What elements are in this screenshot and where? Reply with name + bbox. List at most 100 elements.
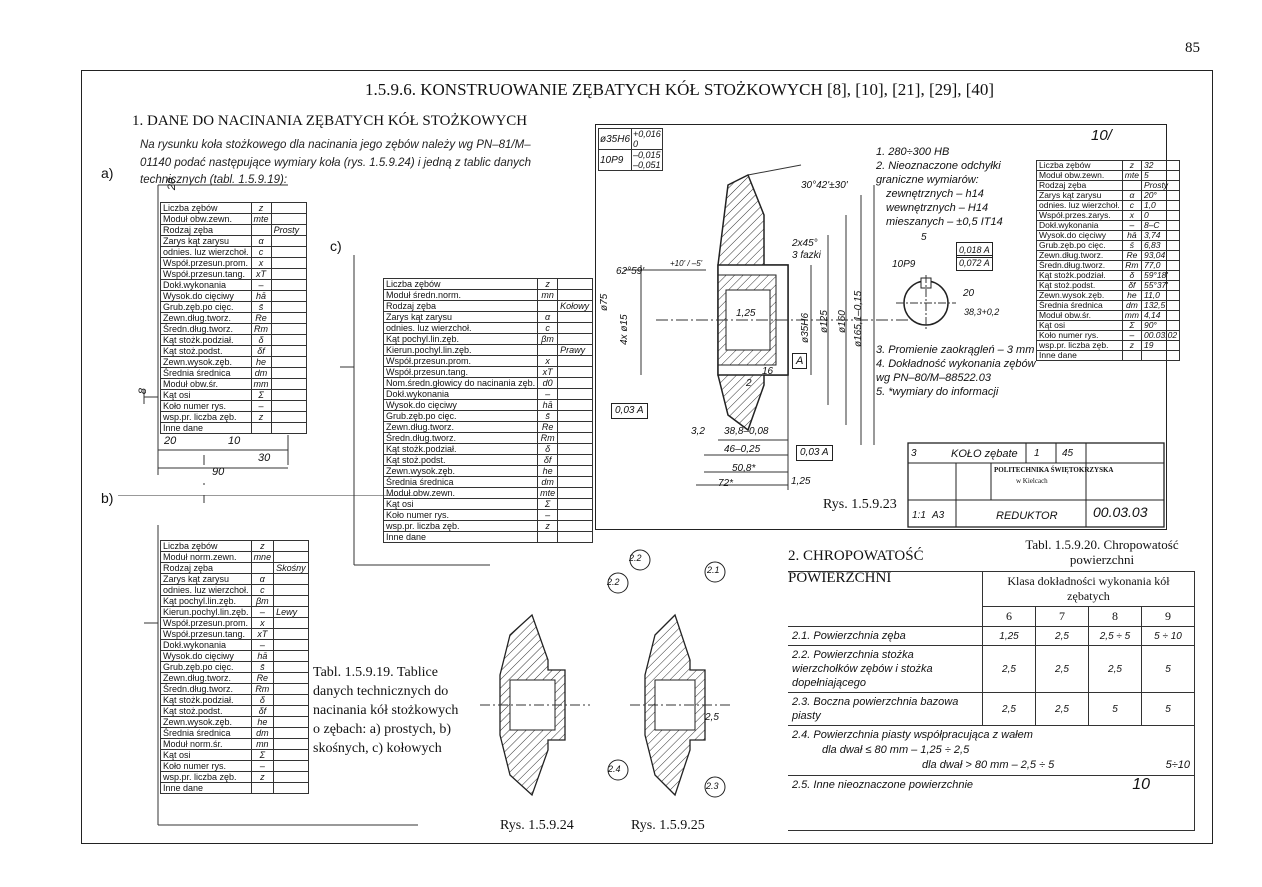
row-label: odnies. luz wierzchoł. [1036,200,1123,211]
row-symbol [537,344,559,356]
frame-c-lines [340,255,490,566]
table-a-row: Kąt stoż.podst.δf [160,345,307,357]
table-b-row: Inne dane [160,782,310,794]
tb-qty: 1 [1034,448,1040,459]
tb-part-name: KOŁO zębate [951,448,1018,460]
table-b-row: Kąt stoż.podst.δf [160,705,310,717]
row-symbol [1121,350,1142,361]
row-value [557,520,594,532]
table-a-row: Inne dane [160,422,307,434]
key-383: 38,3+0,2 [964,307,1000,317]
row-symbol: dm [250,367,272,379]
note-4: 4. Dokładność wykonania zębów wg PN–80/M… [876,358,1036,384]
table-b-row: Kąt pochyl.lin.zęb.βm [160,595,310,607]
row-symbol: mte [1121,170,1142,181]
row-label: Kąt stoż.podst. [1036,280,1123,291]
table-a-row: Dokł.wykonania– [160,279,307,291]
tb-part-no: 3 [911,448,917,459]
row-value: Prosty [270,224,307,236]
table-b-row: Współ.przesun.tang.xT [160,628,310,640]
table-c-row: Współ.przesun.prom.x [382,355,594,367]
row-label: Zewn.wysok.zęb. [160,356,252,368]
row-label: Moduł obw.śr. [1036,310,1123,321]
tb-format: A3 [932,510,945,521]
row-label: wsp.pr. liczba zęb. [160,771,252,783]
key-tol-1: 0,018 A [956,242,993,258]
row-label: Zewn.wysok.zęb. [382,465,539,477]
row-symbol: δ [250,334,272,346]
row-symbol: δf [250,345,272,357]
note-2c: mieszanych – ±0,5 IT14 [886,216,1003,228]
row-symbol: – [1121,330,1142,341]
notes-lower: 3. Promienie zaokrągleń – 3 mm 4. Dokład… [876,343,1036,399]
table-c-row: Kąt pochyl.lin.zęb.βm [382,333,594,345]
dim-a-90: 90 [212,466,225,478]
row-value: 90° [1140,320,1181,331]
row-label: Kąt stoż.podst. [160,705,252,717]
marker-22b: 2.2 [607,577,620,587]
row-label: Współ.przesun.prom. [160,257,252,269]
row-symbol [537,300,559,312]
row-value [557,487,594,499]
row-symbol: – [250,760,275,772]
row-symbol: hā [250,650,275,662]
tb-material: 45 [1062,448,1074,459]
row-label: Zewn.wysok.zęb. [1036,290,1123,301]
row-symbol: δ [250,694,275,706]
row-value [273,595,310,607]
row-symbol: mm [250,378,272,390]
row-label: Kierun.pochyl.lin.zęb. [160,606,252,618]
row-symbol: Re [1121,250,1142,261]
row-value [273,782,310,794]
note-3: 3. Promienie zaokrągleń – 3 mm [876,344,1035,356]
row-symbol: Re [537,421,559,433]
row-label: Dokł.wykonania [160,639,252,651]
row-value: Kołowy [557,300,594,312]
table-a-row: Zewn.wysok.zęb.he [160,356,307,368]
row-symbol: α [250,235,272,247]
row-label: Kierun.pochyl.lin.zęb. [382,344,539,356]
row-symbol: Rm [1121,260,1142,271]
row-label: Średn.dług.tworz. [160,683,252,695]
row-value: 20° [1140,190,1181,201]
row-label: Kąt stożk.podział. [160,334,252,346]
row-label: Kąt stożk.podział. [160,694,252,706]
table-b-row: Kąt stożk.podział.δ [160,694,310,706]
row-symbol: he [250,716,275,728]
table-b-row: Koło numer rys.– [160,760,310,772]
dim-v-4x15: 4x ø15 [619,314,630,345]
row-value [273,760,310,772]
table-c-row: Kąt stoż.podst.δf [382,454,594,466]
frame-a-lines [143,184,289,485]
tol-key-lower: –0,051 [633,160,661,170]
roughness-header: Klasa dokładności wykonania kół zębatych [982,571,1195,607]
row-symbol: mn [537,289,559,301]
row-value: 5 [1140,170,1181,181]
tol-hole-lower: 0 [633,139,639,149]
row-symbol: Σ [250,389,272,401]
row-symbol: z [537,278,559,290]
row-label: Kąt stoż.podst. [382,454,539,466]
row-symbol: Σ [250,749,275,761]
row-label: Grub.zęb.po cięc. [160,301,252,313]
row-symbol [537,531,559,543]
row-value [270,378,307,390]
row-label: Kąt osi [1036,320,1123,331]
dim-v-160: ø160 [837,310,848,333]
row-label: Moduł obw.zewn. [160,213,252,225]
row-value: 32 [1140,160,1181,171]
rough-row-22: 2.2. Powierzchnia stożka wierzchołków zę… [788,645,1195,693]
